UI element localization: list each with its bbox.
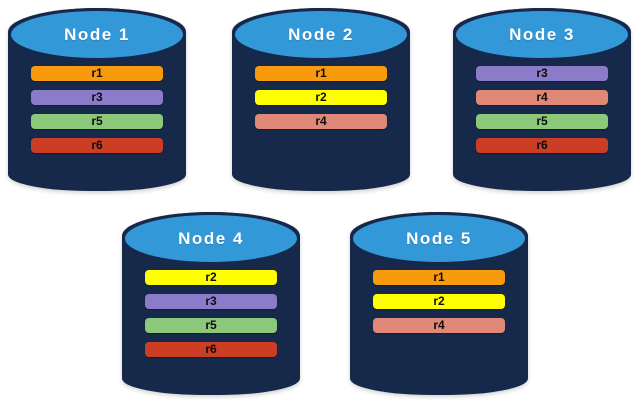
shard-bar-r5[interactable]: r5 [476,113,608,129]
shard-bar-r2[interactable]: r2 [373,293,505,309]
shard-bar-r4[interactable]: r4 [476,89,608,105]
cylinder-top-ellipse [122,212,300,266]
shard-bar-r6[interactable]: r6 [145,341,277,357]
cylinder-top-ellipse [232,8,410,62]
shard-bar-r3[interactable]: r3 [145,293,277,309]
shard-bar-r6[interactable]: r6 [476,137,608,153]
shard-bar-r4[interactable]: r4 [255,113,387,129]
shard-bar-r3[interactable]: r3 [476,65,608,81]
shard-bar-r1[interactable]: r1 [255,65,387,81]
shard-bar-r5[interactable]: r5 [31,113,163,129]
shard-list: r2 r3 r5 r6 [145,269,277,357]
shard-list: r1 r3 r5 r6 [31,65,163,153]
shard-bar-r1[interactable]: r1 [373,269,505,285]
shard-bar-r5[interactable]: r5 [145,317,277,333]
shard-bar-r6[interactable]: r6 [31,137,163,153]
shard-bar-r4[interactable]: r4 [373,317,505,333]
shard-bar-r2[interactable]: r2 [145,269,277,285]
shard-list: r1 r2 r4 [255,65,387,129]
cylinder-top-ellipse [8,8,186,62]
cylinder-top-ellipse [350,212,528,266]
cylinder-top-ellipse [453,8,631,62]
shard-list: r3 r4 r5 r6 [476,65,608,153]
shard-list: r1 r2 r4 [373,269,505,333]
shard-bar-r3[interactable]: r3 [31,89,163,105]
shard-bar-r2[interactable]: r2 [255,89,387,105]
shard-bar-r1[interactable]: r1 [31,65,163,81]
